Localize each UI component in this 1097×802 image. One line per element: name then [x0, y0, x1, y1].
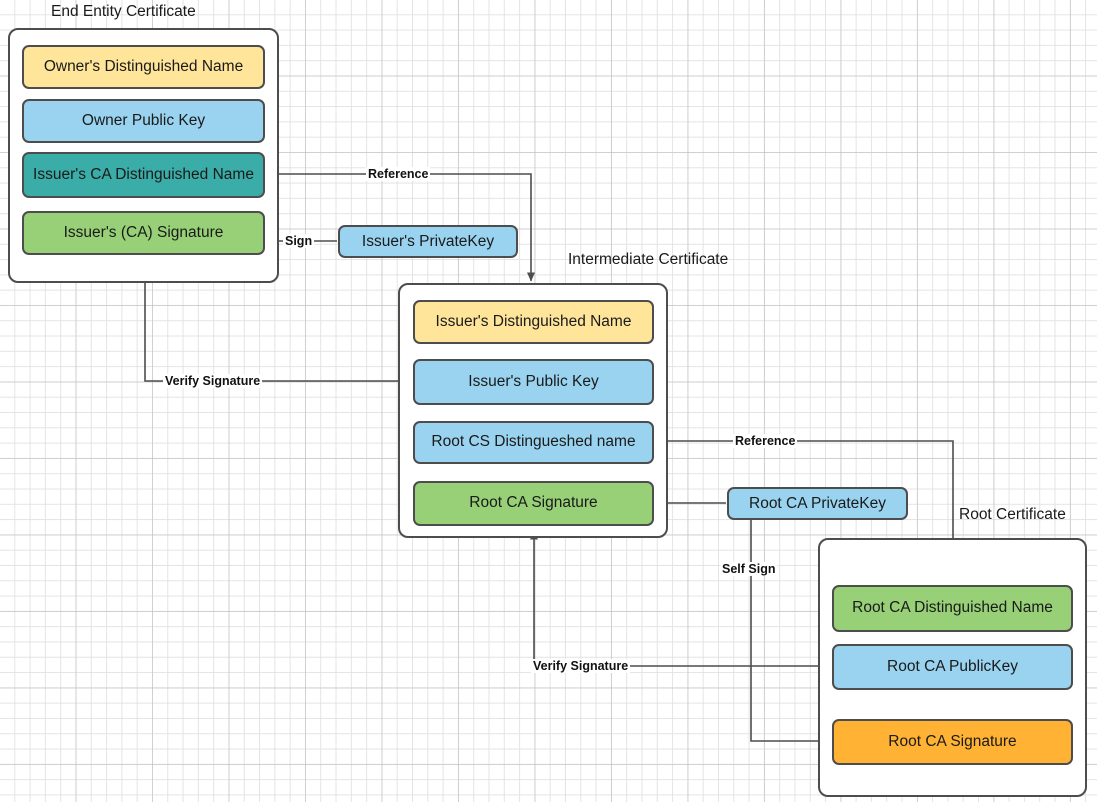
- field-issuers-ca-distinguished-name[interactable]: Issuer's CA Distinguished Name: [22, 152, 265, 198]
- field-root-ca-publickey[interactable]: Root CA PublicKey: [832, 644, 1073, 690]
- edge-label-sign: Sign: [283, 234, 315, 248]
- edge-verify-signature-bottom: [530, 530, 833, 667]
- field-issuers-ca-signature[interactable]: Issuer's (CA) Signature: [22, 211, 265, 255]
- field-root-ca-signature-root[interactable]: Root CA Signature: [832, 719, 1073, 765]
- root-ca-privatekey-box[interactable]: Root CA PrivateKey: [727, 487, 908, 520]
- caption-end-entity-certificate: End Entity Certificate: [51, 3, 196, 20]
- field-root-ca-distinguished-name[interactable]: Root CA Distinguished Name: [832, 585, 1073, 632]
- edge-label-verify-signature-top: Verify Signature: [163, 374, 263, 388]
- edge-label-reference-bottom: Reference: [733, 434, 798, 448]
- edge-label-reference-top: Reference: [366, 167, 431, 181]
- field-issuers-distinguished-name[interactable]: Issuer's Distinguished Name: [413, 300, 654, 344]
- edge-label-verify-signature-bottom: Verify Signature: [531, 659, 631, 673]
- edge-label-self-sign: Self Sign: [720, 562, 778, 576]
- issuers-privatekey-box[interactable]: Issuer's PrivateKey: [338, 225, 518, 258]
- field-owners-distinguished-name[interactable]: Owner's Distinguished Name: [22, 45, 265, 89]
- field-root-cs-distingueshed-name[interactable]: Root CS Distingueshed name: [413, 421, 654, 464]
- field-owner-public-key[interactable]: Owner Public Key: [22, 99, 265, 143]
- field-issuers-public-key[interactable]: Issuer's Public Key: [413, 359, 654, 405]
- caption-root-certificate: Root Certificate: [959, 506, 1066, 523]
- field-root-ca-signature-intermediate[interactable]: Root CA Signature: [413, 481, 654, 526]
- caption-intermediate-certificate: Intermediate Certificate: [568, 251, 729, 268]
